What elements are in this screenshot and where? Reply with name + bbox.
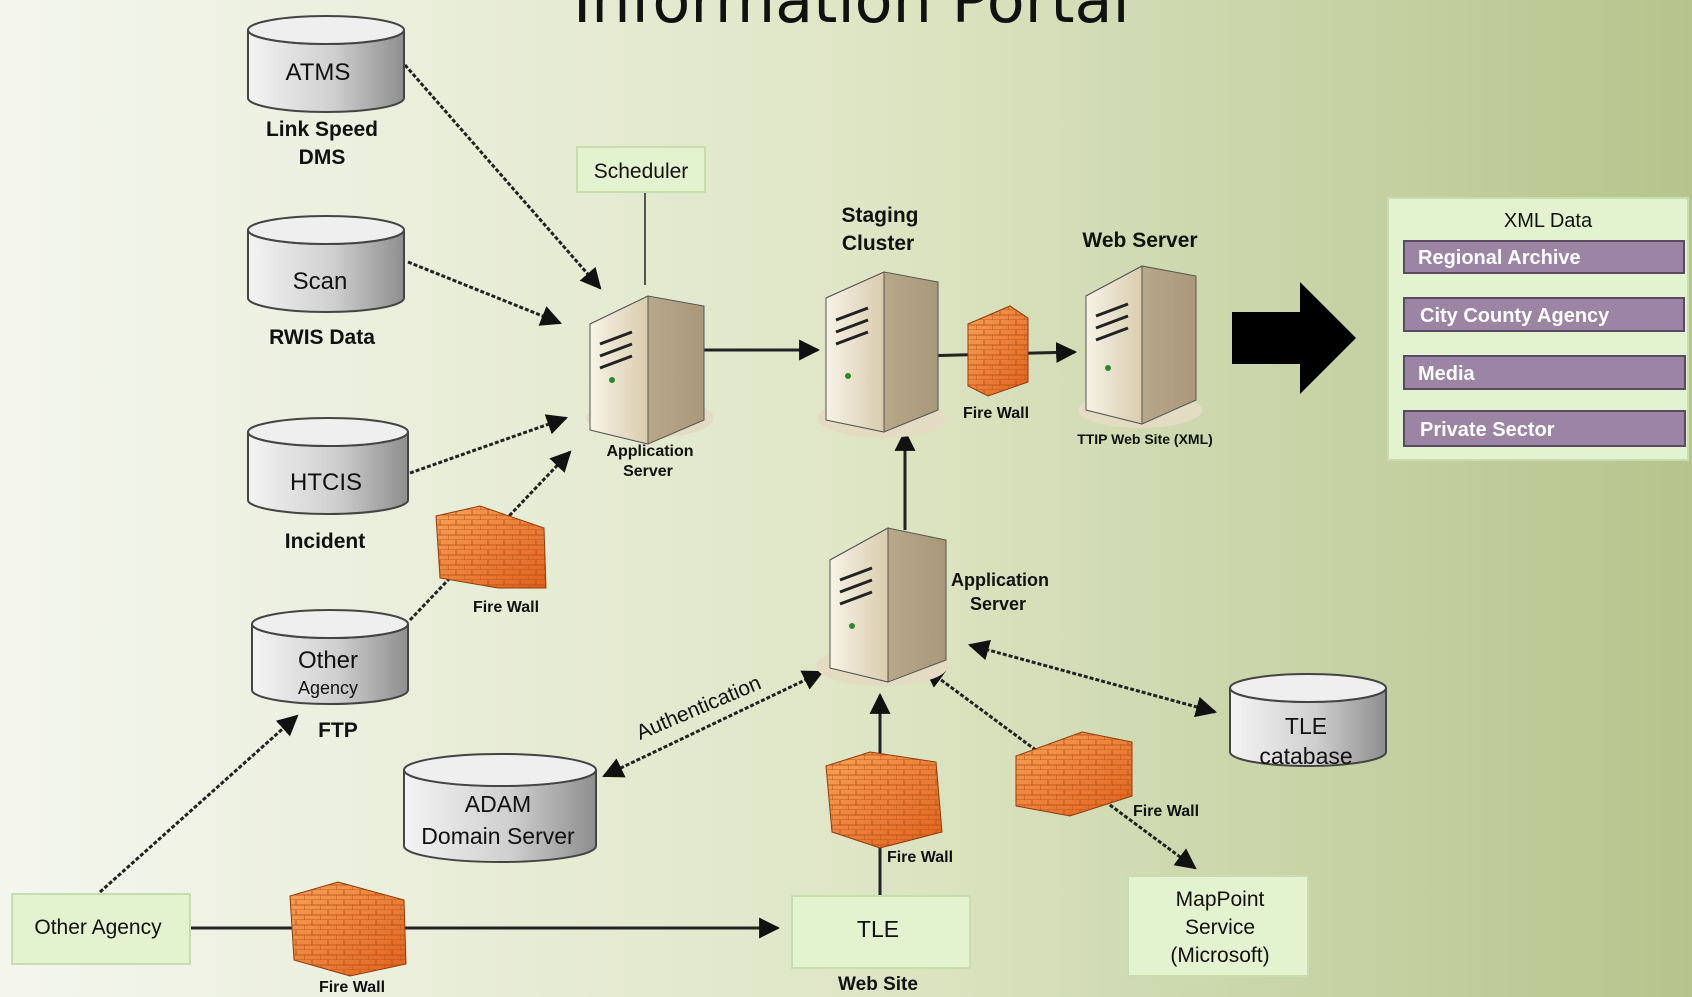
db-label-secondary: Domain Server [421,823,575,849]
scheduler-label: Scheduler [594,160,689,183]
mappoint-label: (Microsoft) [1170,944,1269,967]
xml-item-label: Media [1418,363,1476,385]
xml-item-label: Private Sector [1420,419,1555,441]
firewall-label: Fire Wall [1133,803,1199,820]
server-label: Web Server [1082,229,1197,252]
firewall-icon: Fire Wall [825,751,953,866]
mappoint-service-box: MapPoint Service (Microsoft) [1127,875,1309,977]
firewall-label: Fire Wall [473,599,539,616]
firewall-icon: Fire Wall [289,881,407,996]
xml-item: Private Sector [1403,410,1686,447]
db-label: HTCIS [290,469,362,496]
db-label: ATMS [286,59,351,86]
server-label: Staging [842,204,919,227]
firewall-label: Fire Wall [319,979,385,996]
page-title: Information Portal [573,0,1130,37]
xml-data-panel: XML Data Regional Archive City County Ag… [1387,197,1689,461]
server-label: Server [970,594,1026,614]
db-label-secondary: catabase [1259,743,1352,769]
xml-item-label: Regional Archive [1418,247,1581,269]
db-label: Scan [293,268,348,295]
db-sub-label: RWIS Data [269,326,375,349]
database-other-agency: Other Agency FTP [251,609,409,742]
database-htcis: HTCIS Incident [247,417,409,553]
db-label: Other [298,647,358,674]
tle-sub-label: Web Site [838,974,918,995]
mappoint-label: MapPoint [1176,888,1265,911]
firewall-label: Fire Wall [963,405,1029,422]
db-sub-label: DMS [299,146,346,169]
mappoint-label: Service [1185,916,1255,939]
other-agency-box: Other Agency [11,893,191,965]
authentication-arrow [602,670,824,778]
xml-item: City County Agency [1403,297,1685,332]
db-sub-label: Link Speed [266,118,378,141]
scheduler-box: Scheduler [576,146,706,193]
web-site-label: TTIP Web Site (XML) [1077,431,1213,447]
xml-item-label: City County Agency [1420,305,1610,327]
tle-label: TLE [857,916,899,942]
htcis-to-app-arrow [409,414,568,475]
firewall-icon: Fire Wall [963,305,1029,422]
other-agency-label: Other Agency [34,916,162,939]
server-label: Application [606,443,693,460]
db-sub-label: FTP [318,719,358,742]
other-agency-to-ftp-arrow [99,714,299,894]
server-label: Server [623,463,673,480]
database-adam: ADAM Domain Server [403,753,597,863]
tle-web-site-box: TLE Web Site [791,895,971,995]
application-server-icon: Application Server [586,295,714,480]
db-label: TLE [1285,713,1327,739]
xml-item: Regional Archive [1403,240,1685,274]
database-atms: ATMS Link Speed DMS [247,15,405,169]
staging-cluster-server-icon: Staging Cluster [818,204,946,438]
database-tle: TLE catabase [1229,673,1387,769]
firewall-label: Fire Wall [887,849,953,866]
db-label-secondary: Agency [298,678,358,698]
database-scan: Scan RWIS Data [247,215,405,349]
db-label: ADAM [465,791,531,817]
server-label: Application [951,570,1049,590]
application-server-2-icon: Application Server [816,527,1049,686]
server-label: Cluster [842,232,914,255]
atms-to-app-arrow [403,64,602,290]
xml-item: Media [1403,355,1686,390]
web-server-icon: Web Server TTIP Web Site (XML) [1077,229,1213,447]
firewall-icon: Fire Wall [1015,731,1199,820]
xml-data-title: XML Data [1504,210,1593,232]
firewall-icon: Fire Wall [435,505,547,616]
output-arrow [1232,282,1356,394]
db-sub-label: Incident [285,530,366,553]
scan-to-app-arrow [407,260,562,326]
